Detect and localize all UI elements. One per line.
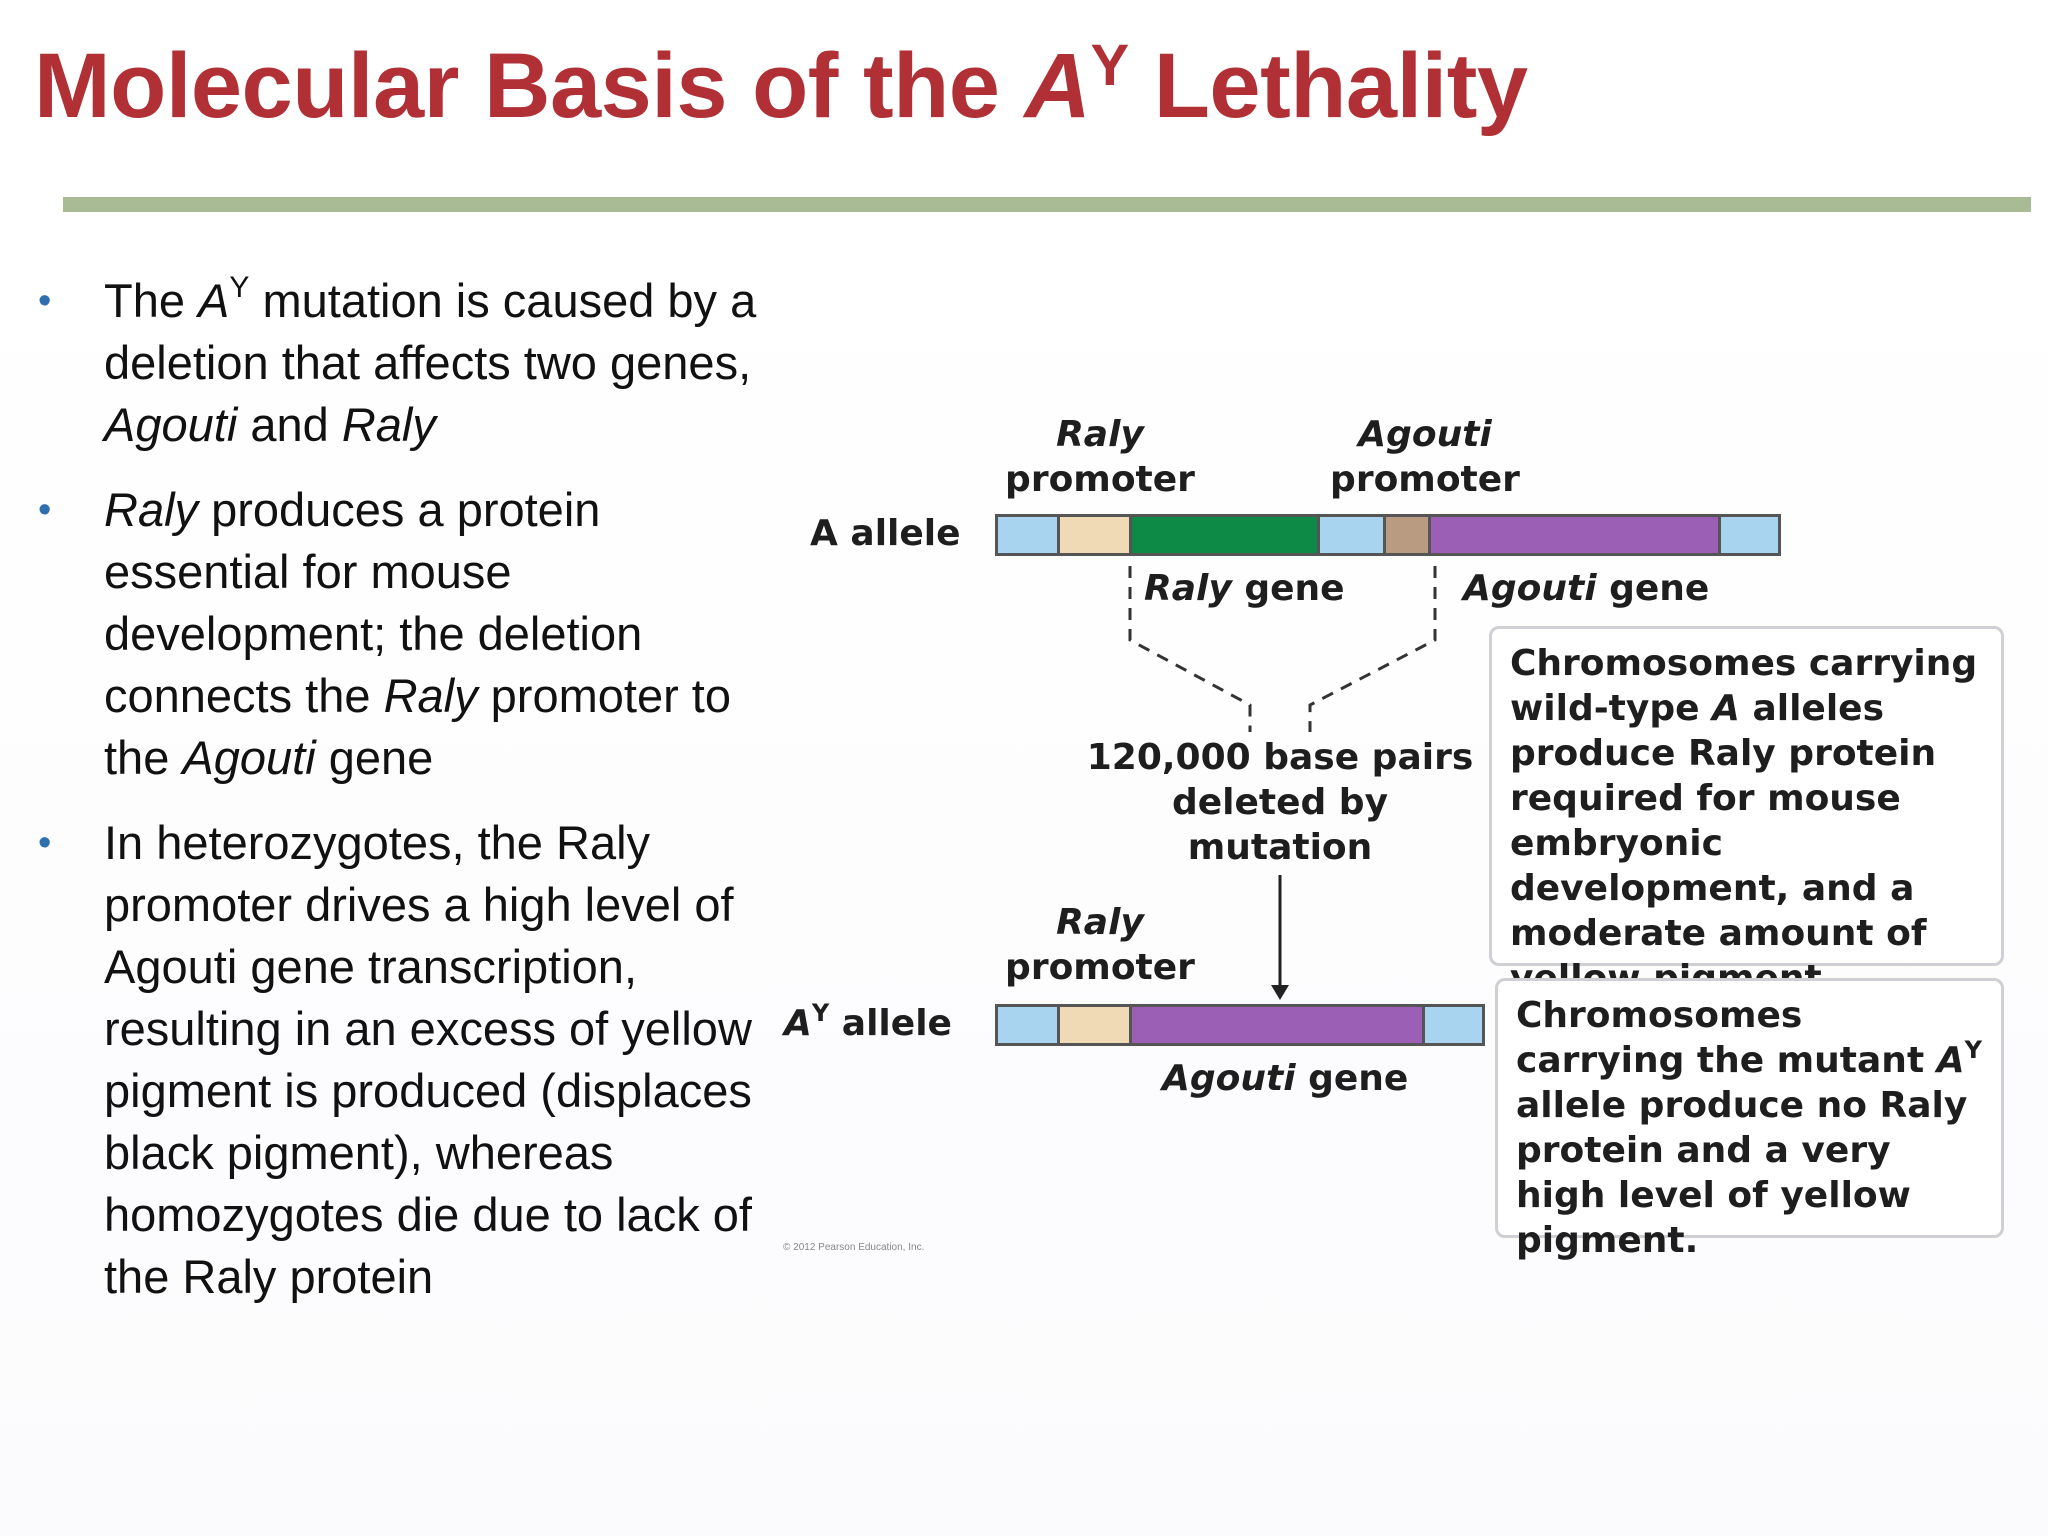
- a-allele-label: A allele: [810, 513, 961, 554]
- raly-gene-label: Raly gene: [1144, 568, 1345, 609]
- agouti-gene-label: Agouti gene: [1463, 568, 1710, 609]
- deletion-label: 120,000 base pairs deleted by mutation: [1086, 737, 1474, 868]
- agouti-gene-label-bottom: Agouti gene: [1162, 1058, 1409, 1099]
- gene-segment: [1425, 1007, 1482, 1043]
- gene-segment: [1320, 517, 1386, 553]
- agouti-promoter-segment: [1386, 517, 1431, 553]
- agouti-promoter-label: Agouti promoter: [1330, 414, 1520, 500]
- gene-segment: [998, 1007, 1060, 1043]
- ay-allele-label: AY allele: [784, 999, 952, 1044]
- slide-title: Molecular Basis of the AY Lethality: [34, 33, 1528, 137]
- bullet-item: • In heterozygotes, the Raly promoter dr…: [38, 812, 778, 1308]
- raly-promoter-segment: [1060, 1007, 1132, 1043]
- bullet-dot-icon: •: [38, 822, 52, 864]
- bullet-dot-icon: •: [38, 489, 52, 531]
- gene-segment: [998, 517, 1060, 553]
- copyright-credit: © 2012 Pearson Education, Inc.: [783, 1242, 925, 1253]
- title-divider: [63, 197, 2031, 212]
- bullet-dot-icon: •: [38, 280, 52, 322]
- agouti-gene-segment: [1431, 517, 1721, 553]
- gene-segment: [1721, 517, 1778, 553]
- bullet-item: • The AY mutation is caused by a deletio…: [38, 271, 757, 452]
- raly-gene-segment: [1132, 517, 1320, 553]
- mutant-info-box: Chromosomes carrying the mutant AY allel…: [1495, 978, 2004, 1261]
- deletion-lines: [1128, 566, 1437, 1000]
- bullet-list: • The AY mutation is caused by a deletio…: [38, 270, 778, 1331]
- arrow-down-icon: [1271, 985, 1289, 1000]
- agouti-gene-segment: [1132, 1007, 1425, 1043]
- raly-promoter-label-bottom: Raly promoter: [1005, 902, 1195, 988]
- ay-allele-bar: [995, 1004, 1485, 1046]
- raly-promoter-segment: [1060, 517, 1132, 553]
- wild-type-info-box: Chromosomes carrying wild-type A alleles…: [1489, 626, 2004, 999]
- a-allele-bar: [995, 514, 1781, 556]
- raly-promoter-label: Raly promoter: [1005, 414, 1195, 500]
- bullet-item: • Raly produces a protein essential for …: [38, 479, 778, 789]
